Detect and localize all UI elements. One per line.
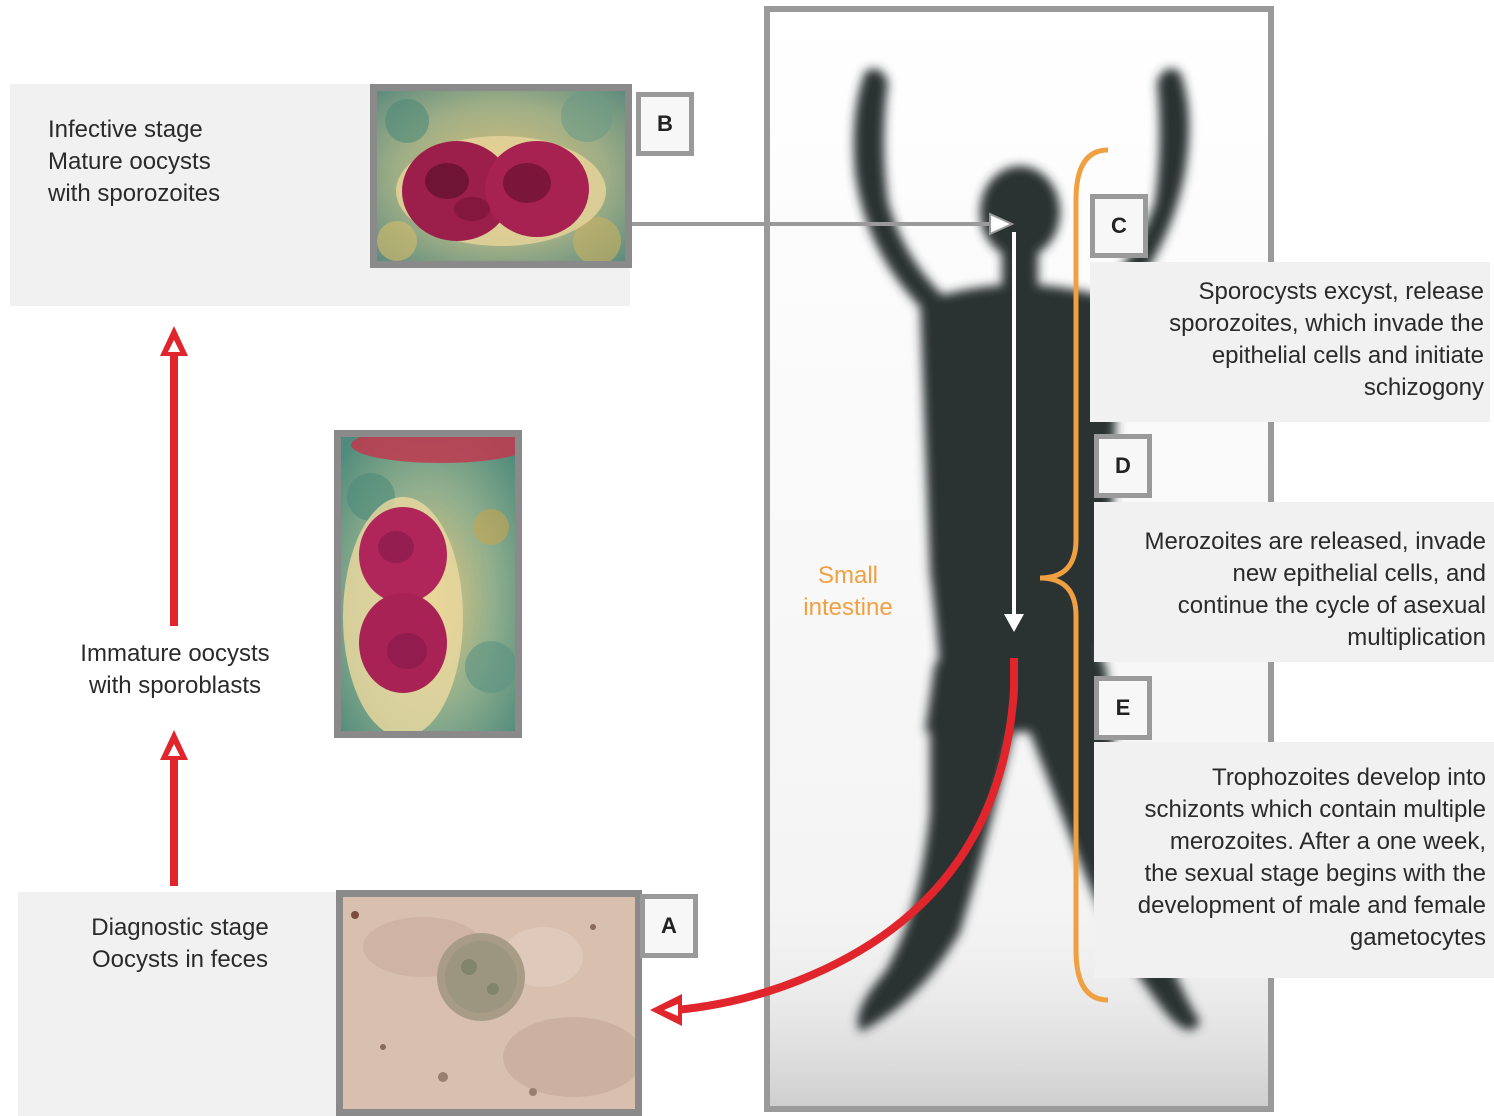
diagnostic-stage-line2: Oocysts in feces (40, 944, 320, 976)
step-e-line: Trophozoites develop into (1096, 762, 1486, 794)
label-box-a: A (640, 894, 698, 958)
step-e-line: gametocytes (1096, 922, 1486, 954)
immature-stage-line2: with sporoblasts (40, 670, 310, 702)
micrograph-mature-oocyst (370, 84, 632, 268)
step-e-line: schizonts which contain multiple (1096, 794, 1486, 826)
step-e-line: merozoites. After a one week, (1096, 826, 1486, 858)
infective-stage-line1: Infective stage (48, 114, 220, 146)
step-e-line: the sexual stage begins with the (1096, 858, 1486, 890)
step-d-line: multiplication (1096, 622, 1486, 654)
feces-oocyst-image (343, 897, 635, 1109)
immature-oocyst-image (341, 437, 515, 731)
red-up-arrow-upper (160, 326, 188, 626)
infective-stage-line2: Mature oocysts (48, 146, 220, 178)
label-box-b: B (636, 92, 694, 156)
immature-stage-line1: Immature oocysts (40, 638, 310, 670)
step-c-line: epithelial cells and initiate (1096, 340, 1484, 372)
step-d-line: continue the cycle of asexual (1096, 590, 1486, 622)
step-e-text: Trophozoites develop into schizonts whic… (1096, 762, 1486, 954)
step-d-line: new epithelial cells, and (1096, 558, 1486, 590)
small-intestine-label: Small intestine (788, 560, 908, 624)
infective-stage-line3: with sporozoites (48, 178, 220, 210)
diagnostic-stage-line1: Diagnostic stage (40, 912, 320, 944)
label-e-text: E (1116, 695, 1131, 721)
mature-oocyst-image (377, 91, 625, 261)
label-d-text: D (1115, 453, 1131, 479)
step-c-line: sporozoites, which invade the (1096, 308, 1484, 340)
label-box-d: D (1094, 434, 1152, 498)
label-box-c: C (1090, 194, 1148, 258)
label-a-text: A (661, 913, 677, 939)
label-box-e: E (1094, 676, 1152, 740)
step-d-line: Merozoites are released, invade (1096, 526, 1486, 558)
step-c-line: Sporocysts excyst, release (1096, 276, 1484, 308)
label-b-text: B (657, 111, 673, 137)
diagnostic-stage-label: Diagnostic stage Oocysts in feces (40, 912, 320, 976)
red-up-arrow-lower (160, 730, 188, 886)
micrograph-feces-oocyst (336, 890, 642, 1116)
label-c-text: C (1111, 213, 1127, 239)
step-e-line: development of male and female (1096, 890, 1486, 922)
step-c-line: schizogony (1096, 372, 1484, 404)
step-c-text: Sporocysts excyst, release sporozoites, … (1096, 276, 1484, 404)
step-d-text: Merozoites are released, invade new epit… (1096, 526, 1486, 654)
small-intestine-line1: Small (788, 560, 908, 592)
small-intestine-line2: intestine (788, 592, 908, 624)
immature-stage-label: Immature oocysts with sporoblasts (40, 638, 310, 702)
infective-stage-label: Infective stage Mature oocysts with spor… (48, 114, 220, 210)
micrograph-immature-oocyst (334, 430, 522, 738)
